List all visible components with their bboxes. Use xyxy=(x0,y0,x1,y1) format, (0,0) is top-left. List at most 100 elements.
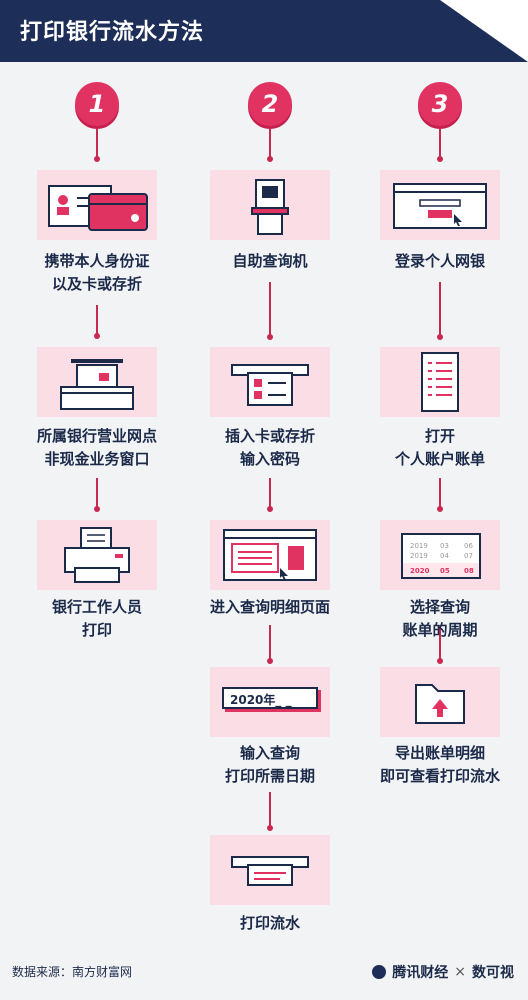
folder-upload-icon xyxy=(415,684,465,724)
date-input-illustration: 2020年_ _ xyxy=(210,667,330,737)
connector-dot xyxy=(437,658,443,664)
export-illustration xyxy=(380,667,500,737)
login-window-icon xyxy=(393,183,487,229)
step3-col2-line1: 进入查询明细页面 xyxy=(209,598,330,616)
step2-col1-label: 所属银行营业网点 非现金业务窗口 xyxy=(7,425,187,471)
step3-col1-line2: 打印 xyxy=(81,621,112,639)
step4-col3-line2: 即可查看打印流水 xyxy=(379,767,500,785)
connector xyxy=(269,792,271,828)
connector xyxy=(439,282,441,338)
step2-col3-line2: 个人账户账单 xyxy=(394,450,485,468)
print-statement-illustration xyxy=(210,835,330,905)
connector-dot xyxy=(437,334,443,340)
connector xyxy=(269,128,271,158)
step4-col2-line1: 输入查询 xyxy=(239,744,300,762)
online-banking-illustration xyxy=(380,170,500,240)
bank-counter-illustration xyxy=(37,347,157,417)
connector-dot xyxy=(267,825,273,831)
cal-r2-year: 2019 xyxy=(410,552,428,560)
connector-dot xyxy=(94,156,100,162)
step4-col2-label: 输入查询 打印所需日期 xyxy=(180,742,360,788)
step3-col3-label: 选择查询 账单的周期 xyxy=(350,596,528,642)
connector xyxy=(269,282,271,338)
cal-r2-a: 04 xyxy=(440,552,449,560)
step3-col1-label: 银行工作人员 打印 xyxy=(7,596,187,642)
step5-col2-label: 打印流水 xyxy=(180,912,360,935)
step2-col1-line1: 所属银行营业网点 xyxy=(36,427,157,445)
connector xyxy=(439,128,441,158)
connector xyxy=(96,128,98,158)
cal-r1-year: 2019 xyxy=(410,542,428,550)
account-statement-illustration xyxy=(380,347,500,417)
step2-col2-line2: 输入密码 xyxy=(239,450,300,468)
partner-name: 数可视 xyxy=(472,965,514,981)
connector xyxy=(269,478,271,508)
id-card-illustration xyxy=(37,170,157,240)
bank-counter-icon xyxy=(60,359,134,410)
step1-col1-line1: 携带本人身份证 xyxy=(44,252,150,270)
step1-col1-line2: 以及卡或存折 xyxy=(51,275,142,293)
cal-r2-b: 07 xyxy=(464,552,473,560)
printer-icon xyxy=(64,527,130,583)
page-title: 打印银行流水方法 xyxy=(20,20,205,45)
step4-col3-label: 导出账单明细 即可查看打印流水 xyxy=(350,742,528,788)
header-bar: 打印银行流水方法 xyxy=(0,0,528,62)
connector-dot xyxy=(267,334,273,340)
statement-document-icon xyxy=(421,352,459,412)
step-number-3: 3 xyxy=(418,82,462,126)
card-slot-icon xyxy=(231,364,309,406)
step2-col1-line2: 非现金业务窗口 xyxy=(44,450,150,468)
cal-r1-a: 03 xyxy=(440,542,449,550)
step3-col3-line1: 选择查询 xyxy=(409,598,470,616)
header-corner-decoration xyxy=(440,0,528,62)
tencent-finance-logo-icon xyxy=(372,965,387,979)
step1-col3-label: 登录个人网银 xyxy=(350,250,528,273)
connector xyxy=(96,478,98,508)
step4-col2-line2: 打印所需日期 xyxy=(224,767,315,785)
step5-col2-line1: 打印流水 xyxy=(239,914,300,932)
step-number-2: 2 xyxy=(248,82,292,126)
brand-name: 腾讯财经 xyxy=(392,965,449,981)
cal-r3-b: 08 xyxy=(464,567,474,575)
year-input-box: 2020年_ _ xyxy=(222,687,318,709)
query-window-icon xyxy=(223,529,317,581)
kiosk-icon xyxy=(251,179,289,235)
print-slot-icon xyxy=(231,856,309,886)
step1-col2-label: 自助查询机 xyxy=(180,250,360,273)
printer-illustration xyxy=(37,520,157,590)
connector xyxy=(439,625,441,661)
card-insert-illustration xyxy=(210,347,330,417)
cal-r3-a: 05 xyxy=(440,567,450,575)
connector-dot xyxy=(437,156,443,162)
connector-dot xyxy=(94,333,100,339)
step1-col2-line1: 自助查询机 xyxy=(232,252,308,270)
brand-times: × xyxy=(454,964,466,980)
step3-col1-line1: 银行工作人员 xyxy=(51,598,142,616)
step2-col2-label: 插入卡或存折 输入密码 xyxy=(180,425,360,471)
data-source-note: 数据来源：南方财富网 xyxy=(12,965,133,979)
step2-col3-line1: 打开 xyxy=(424,427,455,445)
connector-dot xyxy=(267,658,273,664)
brand-footer: 腾讯财经 × 数可视 xyxy=(372,962,514,982)
cal-r1-b: 06 xyxy=(464,542,473,550)
connector-dot xyxy=(94,506,100,512)
self-service-kiosk-illustration xyxy=(210,170,330,240)
connector xyxy=(269,625,271,661)
connector xyxy=(439,478,441,508)
connector xyxy=(96,305,98,335)
step4-col3-line1: 导出账单明细 xyxy=(394,744,485,762)
step3-col3-line2: 账单的周期 xyxy=(402,621,478,639)
connector-dot xyxy=(437,506,443,512)
statement-period-illustration: 2019 03 06 2019 04 07 2020 05 08 xyxy=(380,520,500,590)
query-page-illustration xyxy=(210,520,330,590)
step-number-1: 1 xyxy=(75,82,119,126)
step1-col1-label: 携带本人身份证 以及卡或存折 xyxy=(7,250,187,296)
id-and-bank-card-icon xyxy=(48,185,148,231)
step3-col2-label: 进入查询明细页面 xyxy=(180,596,360,619)
step1-col3-line1: 登录个人网银 xyxy=(394,252,485,270)
step2-col3-label: 打开 个人账户账单 xyxy=(350,425,528,471)
calendar-picker-icon: 2019 03 06 2019 04 07 2020 05 08 xyxy=(401,533,481,579)
connector-dot xyxy=(267,156,273,162)
step2-col2-line1: 插入卡或存折 xyxy=(224,427,315,445)
cal-r3-year: 2020 xyxy=(410,567,430,575)
